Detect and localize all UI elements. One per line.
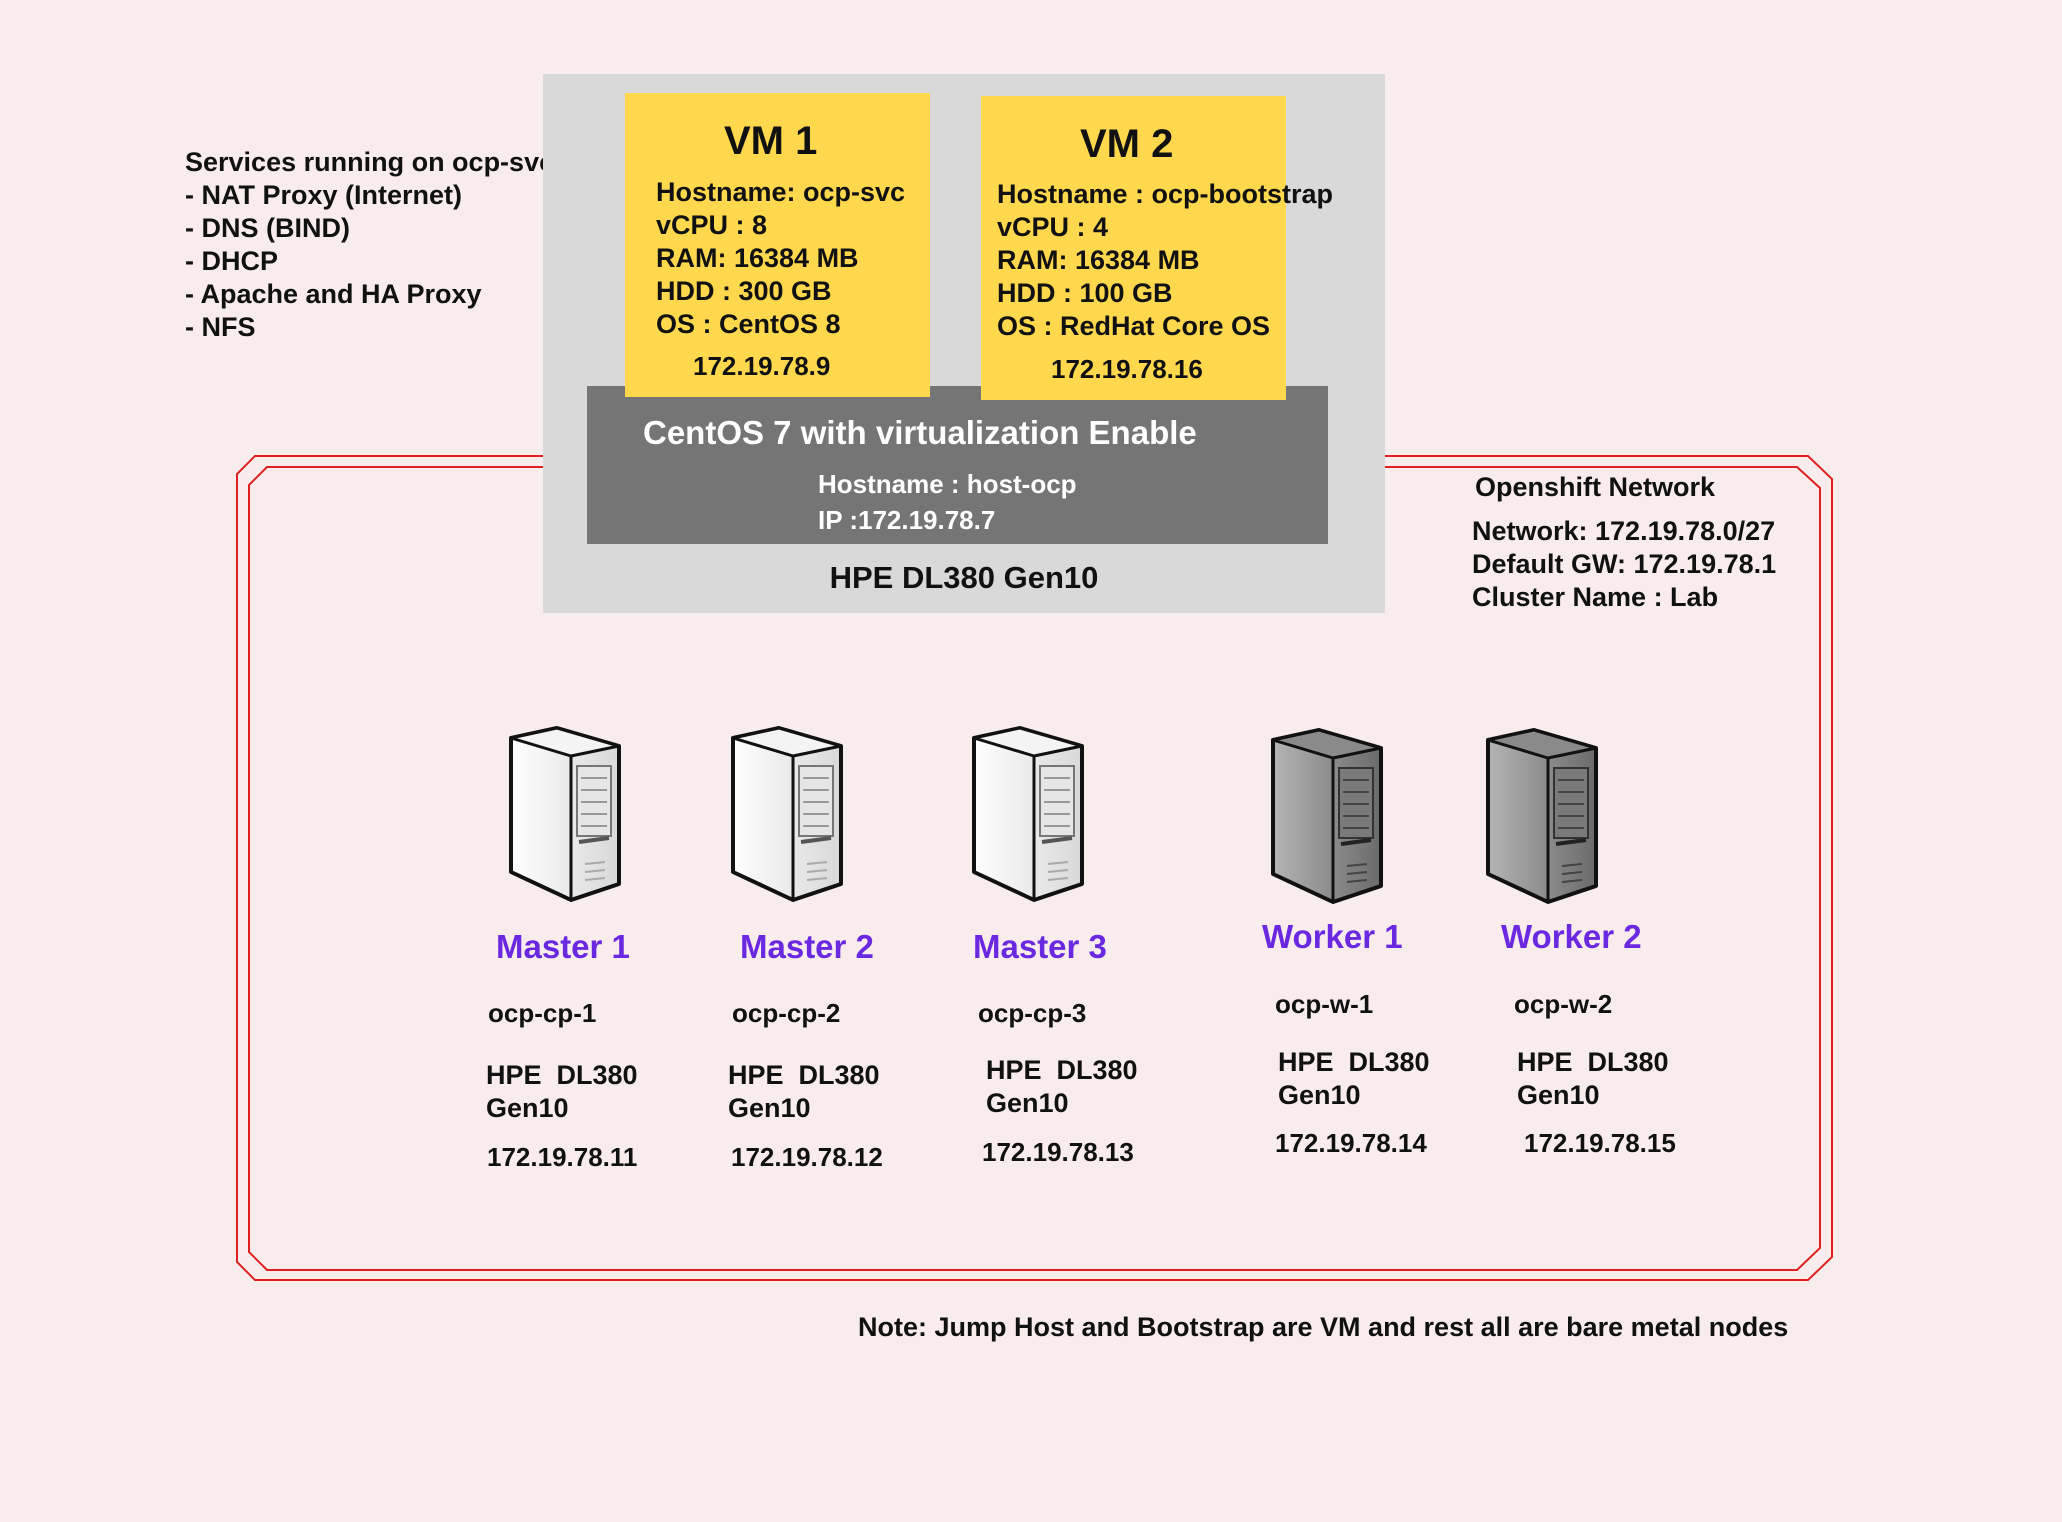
vm1-box: VM 1 Hostname: ocp-svc vCPU : 8 RAM: 163…	[625, 93, 930, 397]
service-item: - NFS	[185, 312, 256, 342]
vm2-spec-line: RAM: 16384 MB	[997, 245, 1200, 275]
node-model: HPE DL380 Gen10	[1517, 1046, 1669, 1112]
vm1-title: VM 1	[724, 119, 818, 163]
network-title: Openshift Network	[1475, 472, 1716, 502]
server-dark-icon	[1486, 728, 1598, 904]
vm2-box: VM 2 Hostname : ocp-bootstrap vCPU : 4 R…	[981, 96, 1333, 400]
vm1-spec-line: OS : CentOS 8	[656, 309, 841, 339]
vm2-spec-line: OS : RedHat Core OS	[997, 311, 1271, 341]
services-title: Services running on ocp-svc	[185, 147, 555, 177]
node-hostname: ocp-w-1	[1275, 989, 1374, 1019]
network-line: Default GW: 172.19.78.1	[1472, 549, 1777, 579]
vm2-specs: Hostname : ocp-bootstrap vCPU : 4 RAM: 1…	[997, 178, 1333, 343]
vm1-spec-line: vCPU : 8	[656, 210, 768, 240]
vm1-specs: Hostname: ocp-svc vCPU : 8 RAM: 16384 MB…	[656, 176, 905, 341]
footnote: Note: Jump Host and Bootstrap are VM and…	[858, 1312, 1789, 1342]
node-model-line: HPE DL380	[1278, 1047, 1430, 1077]
vm1-spec-line: HDD : 300 GB	[656, 276, 832, 306]
hypervisor-details: Hostname : host-ocp IP :172.19.78.7	[818, 466, 1077, 538]
vm1-spec-line: Hostname: ocp-svc	[656, 177, 906, 207]
node-ip: 172.19.78.11	[487, 1142, 638, 1172]
vm1-ip: 172.19.78.9	[693, 351, 831, 381]
service-item: - DHCP	[185, 246, 278, 276]
service-item: - Apache and HA Proxy	[185, 279, 482, 309]
hypervisor-title: CentOS 7 with virtualization Enable	[643, 414, 1197, 451]
hypervisor-ip: IP :172.19.78.7	[818, 505, 996, 535]
node-model-line: HPE DL380	[728, 1060, 880, 1090]
node-name-master-3: Master 3	[973, 928, 1107, 965]
node-name-worker-2: Worker 2	[1501, 918, 1642, 955]
network-line: Cluster Name : Lab	[1472, 582, 1719, 612]
vm2-title: VM 2	[1080, 122, 1174, 166]
node-model: HPE DL380 Gen10	[1278, 1046, 1430, 1112]
service-item: - NAT Proxy (Internet)	[185, 180, 463, 210]
hypervisor-box	[587, 386, 1328, 544]
node-hostname: ocp-cp-1	[488, 998, 597, 1028]
vm2-ip: 172.19.78.16	[1051, 354, 1203, 384]
node-ip: 172.19.78.12	[731, 1142, 883, 1172]
node-model-line: HPE DL380	[1517, 1047, 1669, 1077]
vm2-spec-line: vCPU : 4	[997, 212, 1109, 242]
node-model-line: Gen10	[986, 1088, 1069, 1118]
node-model-line: Gen10	[486, 1093, 569, 1123]
node-ip: 172.19.78.14	[1275, 1128, 1427, 1158]
node-model: HPE DL380 Gen10	[486, 1059, 638, 1125]
node-ip: 172.19.78.15	[1524, 1128, 1676, 1158]
network-line: Network: 172.19.78.0/27	[1472, 516, 1776, 546]
node-model: HPE DL380 Gen10	[986, 1054, 1138, 1120]
node-name-master-1: Master 1	[496, 928, 630, 965]
node-model-line: HPE DL380	[486, 1060, 638, 1090]
server-dark-icon	[1271, 728, 1383, 904]
node-name-master-2: Master 2	[740, 928, 874, 965]
service-item: - DNS (BIND)	[185, 213, 350, 243]
node-model-line: HPE DL380	[986, 1055, 1138, 1085]
vm2-spec-line: HDD : 100 GB	[997, 278, 1173, 308]
node-hostname: ocp-w-2	[1514, 989, 1613, 1019]
server-light-icon	[972, 726, 1084, 902]
node-model: HPE DL380 Gen10	[728, 1059, 880, 1125]
server-light-icon	[731, 726, 843, 902]
host-label: HPE DL380 Gen10	[829, 560, 1099, 595]
hypervisor-hostname: Hostname : host-ocp	[818, 469, 1077, 499]
server-light-icon	[509, 726, 621, 902]
network-details: Network: 172.19.78.0/27 Default GW: 172.…	[1472, 515, 1776, 614]
services-list: Services running on ocp-svc - NAT Proxy …	[185, 146, 554, 344]
node-hostname: ocp-cp-3	[978, 998, 1087, 1028]
node-name-worker-1: Worker 1	[1262, 918, 1403, 955]
vm1-spec-line: RAM: 16384 MB	[656, 243, 859, 273]
node-model-line: Gen10	[1517, 1080, 1600, 1110]
node-hostname: ocp-cp-2	[732, 998, 841, 1028]
node-model-line: Gen10	[728, 1093, 811, 1123]
vm2-spec-line: Hostname : ocp-bootstrap	[997, 179, 1334, 209]
node-model-line: Gen10	[1278, 1080, 1361, 1110]
node-ip: 172.19.78.13	[982, 1137, 1134, 1167]
